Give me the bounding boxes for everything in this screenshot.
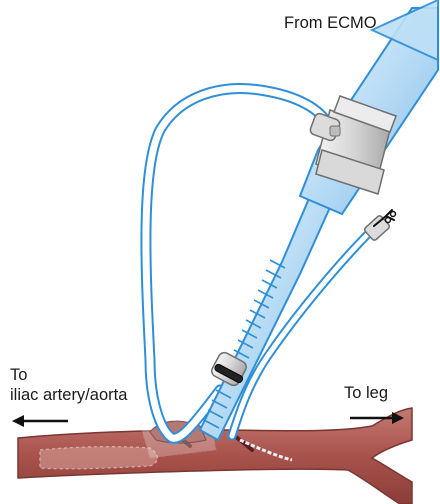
label-to-leg: To leg xyxy=(344,384,388,403)
label-to-line1: To xyxy=(10,366,27,385)
arrow-left-icon xyxy=(12,415,68,427)
arterial-cannula xyxy=(200,182,336,440)
label-to-iliac-artery: iliac artery/aorta xyxy=(10,386,127,405)
vessel-lumen-highlight xyxy=(40,447,158,469)
label-from-ecmo: From ECMO xyxy=(284,14,377,33)
